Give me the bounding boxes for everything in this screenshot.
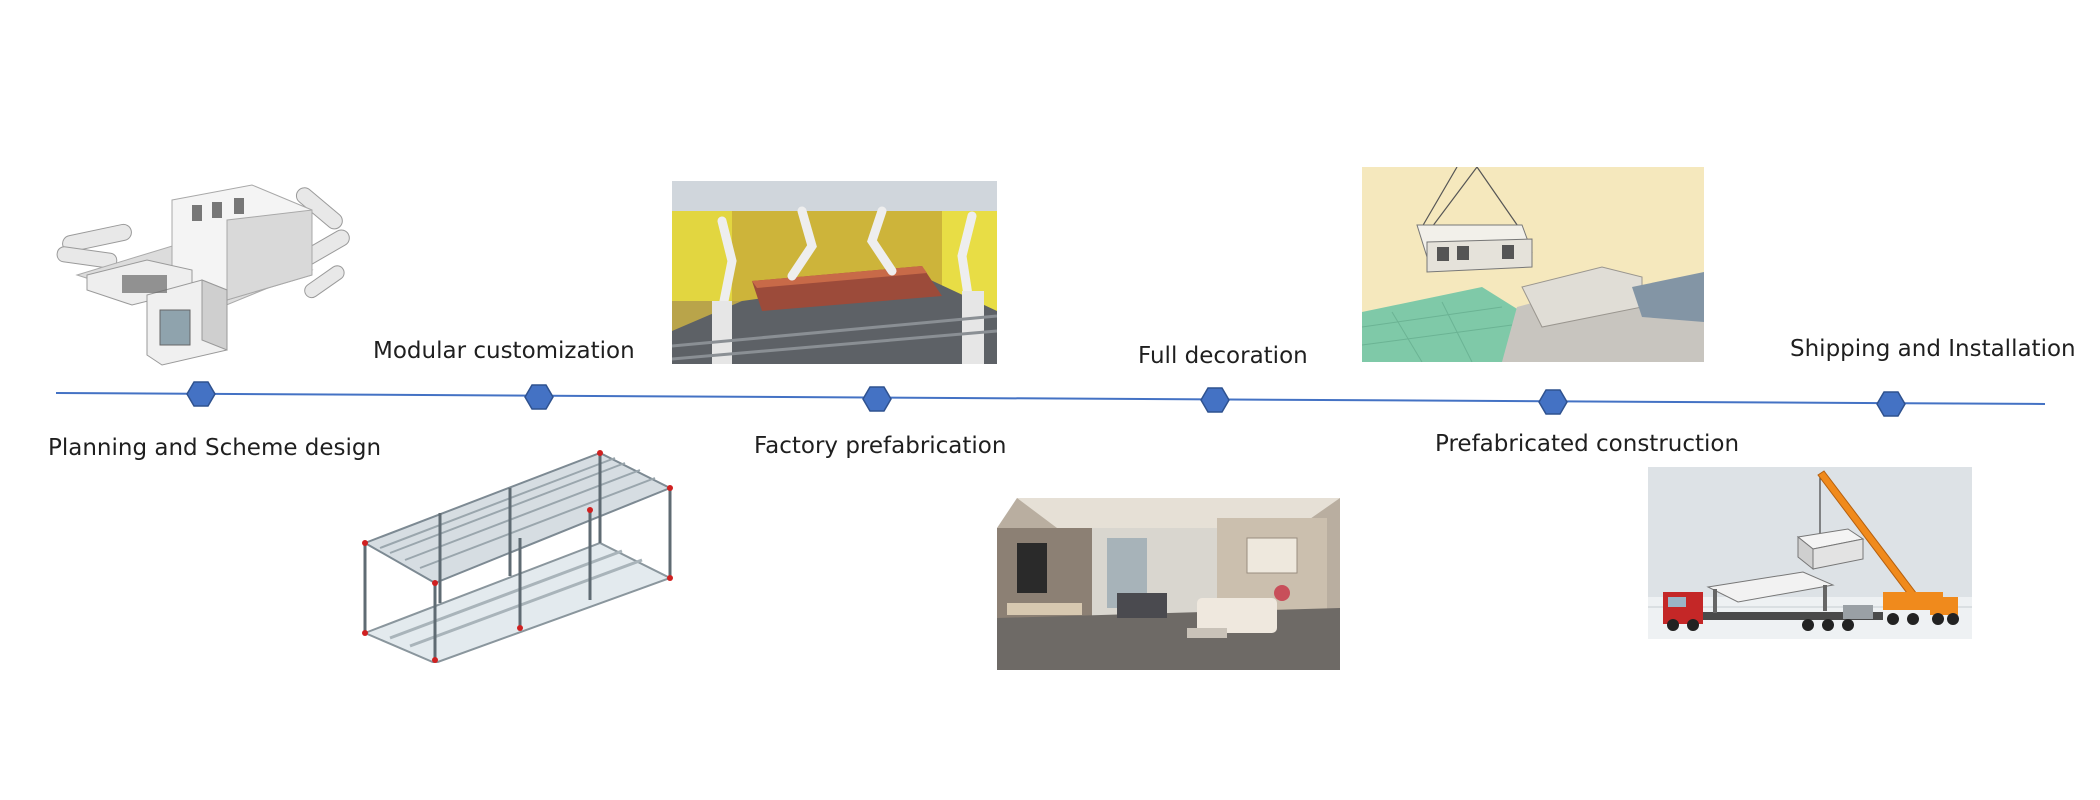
step-label-factory: Factory prefabrication — [754, 433, 1006, 459]
timeline-node-5 — [1539, 390, 1567, 414]
step-label-construction: Prefabricated construction — [1435, 431, 1739, 457]
step-label-decoration: Full decoration — [1138, 343, 1308, 369]
timeline-node-1 — [187, 382, 215, 406]
step-label-modular: Modular customization — [373, 338, 635, 364]
timeline-node-4 — [1201, 388, 1229, 412]
timeline-line — [56, 393, 2045, 404]
timeline-node-6 — [1877, 392, 1905, 416]
house-model-illustration — [52, 180, 357, 370]
crane-lifting-module-illustration — [1362, 167, 1704, 362]
step-label-planning: Planning and Scheme design — [48, 435, 381, 461]
timeline-node-2 — [525, 385, 553, 409]
truck-and-crane-illustration — [1648, 467, 1972, 639]
steel-frame-module-illustration — [360, 448, 675, 663]
step-label-shipping: Shipping and Installation — [1790, 336, 2076, 362]
timeline-node-3 — [863, 387, 891, 411]
decorated-interior-photo — [997, 498, 1340, 670]
robotic-welding-line-photo — [672, 181, 997, 364]
